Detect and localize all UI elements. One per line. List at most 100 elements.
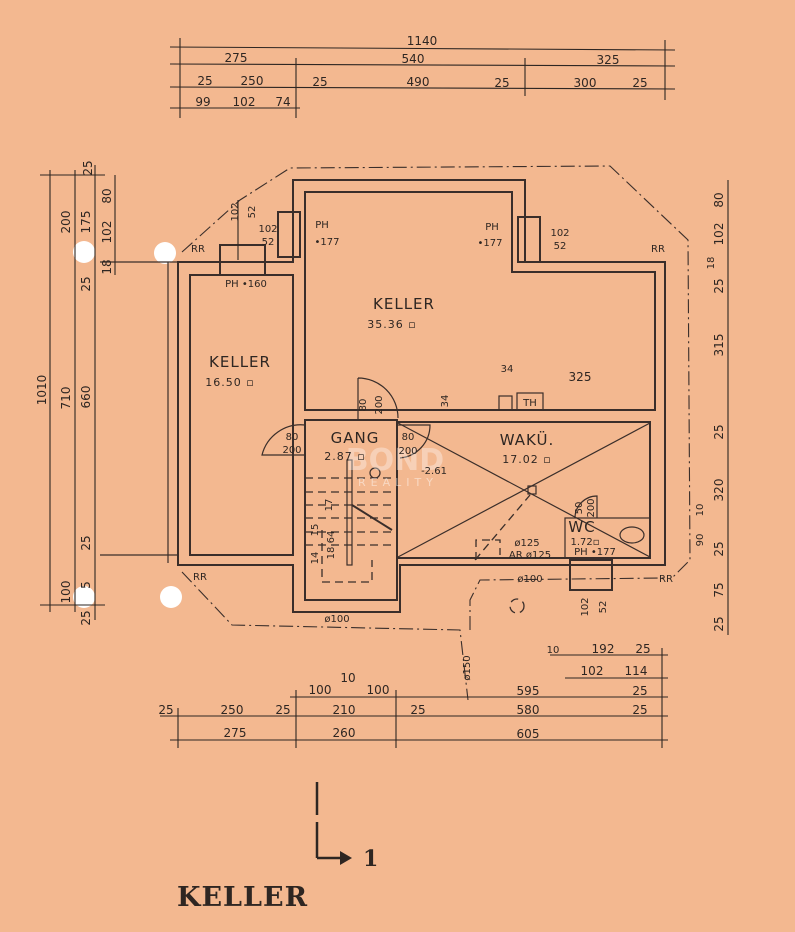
stairs [305,459,531,583]
dim: 315 [712,334,726,357]
door-width: 80 [286,432,299,443]
dim: 25 [410,703,425,717]
pipe-150: ø150 [462,655,473,680]
dim: 1140 [407,34,438,48]
dim: 25 [635,642,650,656]
watermark-reality: REALITY [358,476,438,489]
rr-label: RR [193,572,207,583]
room-name-waku: WAKÜ. [500,430,554,449]
dim-325: 325 [569,370,592,384]
door-width: 80 [358,399,369,412]
annotations: PH •177 PH •177 PH •160 102 52 102 52 10… [191,202,673,680]
ph-value: •177 [315,237,340,248]
dim: 25 [632,684,647,698]
door-height: 200 [282,445,301,456]
dim: 605 [517,727,540,741]
window-width: 102 [580,597,591,616]
dim: 580 [517,703,540,717]
pipe-125: ø125 [514,538,539,549]
dim: 102 [233,95,256,109]
dim: 10 [695,504,706,517]
light-shafts [219,211,613,591]
stair-label: 17 [324,499,335,512]
dimension-lines [40,38,729,748]
window-height: 52 [598,601,609,614]
dim: 25 [632,703,647,717]
window-height: 52 [554,241,567,252]
pipe-ar125: AR ø125 [509,550,551,561]
dim: 1010 [35,375,49,406]
dim: 25 [79,535,93,550]
dim: 25 [275,703,290,717]
dim: 320 [712,479,726,502]
dim: 25 [81,160,95,175]
dim: 250 [221,703,244,717]
room-name-keller-small: KELLER [209,353,271,371]
dim: 10 [547,645,560,656]
dim: 540 [402,52,425,66]
dim: 18 [100,259,114,274]
dimensions-right: 80 102 18 25 315 25 320 25 75 25 90 10 [695,192,726,631]
dim: 5 [79,581,93,589]
pipe-100: ø100 [324,614,349,625]
room-name-wc: WC [568,518,595,536]
site-outline [100,165,691,701]
rr-label: RR [191,244,205,255]
dim: 325 [597,53,620,67]
dim: 25 [197,74,212,88]
dim-34: 34 [440,395,451,408]
dimensions-top: 1140 275 540 325 25 250 25 490 25 300 25… [195,34,647,109]
dim: 100 [309,683,332,697]
dim: 10 [340,671,355,685]
dimensions-left: 1010 200 710 100 25 175 25 660 25 5 25 8… [35,160,114,625]
dim: 260 [333,726,356,740]
dim: 275 [224,726,247,740]
th-label: TH [522,398,537,409]
dim: 25 [158,703,173,717]
dim: 200 [59,211,73,234]
window-height: 52 [262,237,275,248]
section-marker: 1 [315,782,378,872]
rr-label: RR [659,574,673,585]
room-area-keller-large: 35.36 ▫ [367,318,416,331]
door-height: 200 [374,395,385,414]
dim: 710 [59,387,73,410]
stair-label: 14 [310,552,321,565]
door-height: 200 [398,446,417,457]
dim: 595 [517,684,540,698]
dim: 102 [712,223,726,246]
dim: 25 [312,75,327,89]
dim: 25 [79,610,93,625]
stair-label: 15 [310,524,321,537]
dim-34: 34 [501,364,514,375]
dim: 660 [79,386,93,409]
ph-label: PH [315,220,329,231]
dim: 25 [632,76,647,90]
dim: 25 [712,616,726,631]
dim: 100 [367,683,390,697]
window-width: 102 [258,224,277,235]
dim: 102 [581,664,604,678]
window-height: 52 [247,206,258,219]
level-label: -2.61 [421,466,447,477]
room-area-waku: 17.02 ▫ [502,453,551,466]
stair-label: 18.64 [326,531,337,560]
room-labels: KELLER 35.36 ▫ KELLER 16.50 ▫ GANG 2.87 … [205,295,616,558]
door-height: 200 [586,498,597,517]
room-area-wc: 1.72▫ [570,537,599,548]
dim: 25 [712,541,726,556]
dim: 100 [59,581,73,604]
dim: 114 [625,664,648,678]
window-width: 102 [550,228,569,239]
dim: 175 [79,211,93,234]
dim: 250 [241,74,264,88]
dim: 90 [695,534,706,547]
dim: 25 [79,276,93,291]
room-area-keller-small: 16.50 ▫ [205,376,254,389]
window-width: 102 [230,202,241,221]
room-area-gang: 2.87 ▫ [324,450,365,463]
watermark-bond: BOND [346,443,444,478]
walls [177,179,666,613]
dim: 192 [592,642,615,656]
rr-label: RR [651,244,665,255]
